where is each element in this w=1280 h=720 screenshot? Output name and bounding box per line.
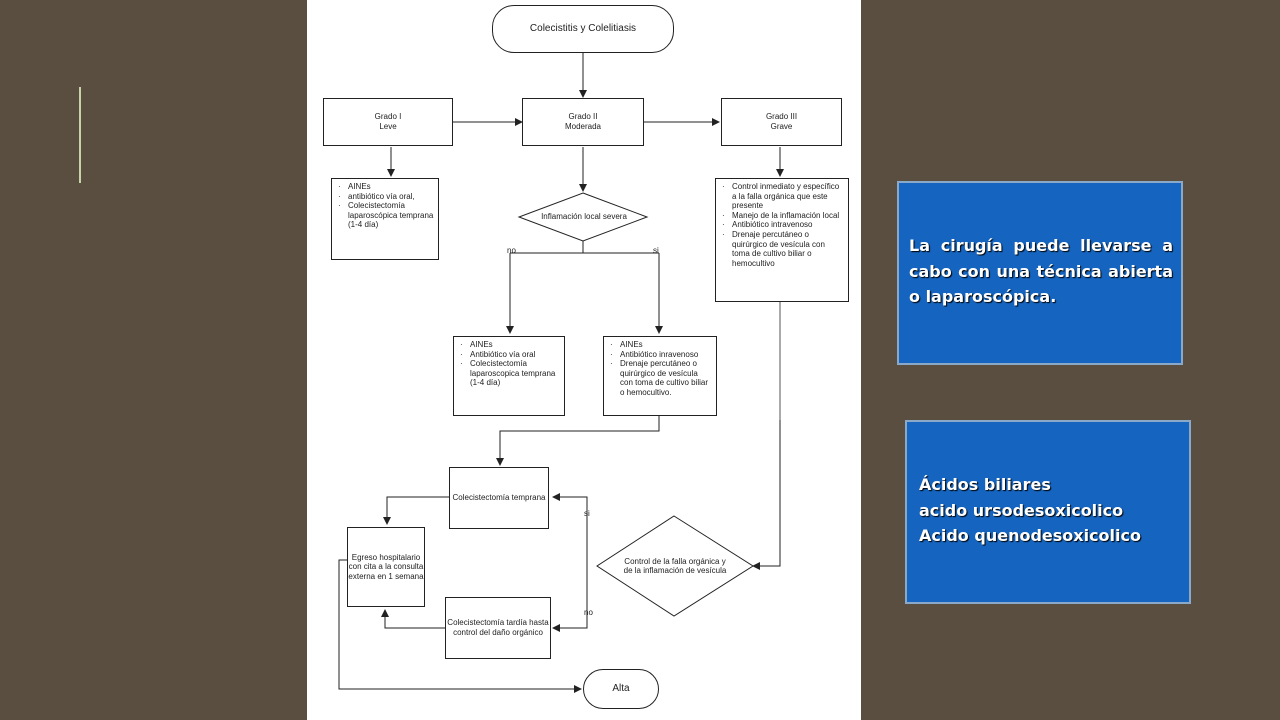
discharge-box: Egreso hospitalario con cita a la consul… <box>347 527 425 607</box>
list-item: AINEs <box>338 182 434 192</box>
list-item: Drenaje percutáneo o quirúrgico de vesíc… <box>610 359 712 397</box>
end-terminal: Alta <box>583 669 659 709</box>
late-surgery-box: Colecistectomía tardía hasta control del… <box>445 597 551 659</box>
list-item: Drenaje percutáneo o quirúrgico de vesíc… <box>722 230 844 268</box>
accent-line <box>79 87 81 183</box>
label-no: no <box>507 246 516 255</box>
bile-acid-item: Acido quenodesoxicolico <box>919 526 1141 546</box>
decision1-diamond <box>517 192 649 242</box>
label-si: si <box>653 246 659 255</box>
bile-acids-title: Ácidos biliares <box>919 475 1051 494</box>
arrow-late-to-discharge <box>381 609 445 629</box>
flowchart-connectors <box>338 53 784 693</box>
decision2-text: Control de la falla orgánica y de la inf… <box>623 556 727 575</box>
si-treatment-list: AINEs Antibiótico inravenoso Drenaje per… <box>603 336 717 416</box>
grade3-sub: Grave <box>770 122 793 131</box>
arrow-decision2-no <box>552 566 588 632</box>
start-terminal: Colecistitis y Colelitiasis <box>492 5 674 53</box>
grade2-sub: Moderada <box>564 122 602 131</box>
list-item: AINEs <box>460 340 560 350</box>
list-item: Antibiótico vía oral <box>460 350 560 360</box>
list-item: Colecistectomía laparoscopica temprana (… <box>460 359 560 388</box>
grade1-treatment-list: AINEs antibiótico vía oral, Colecistecto… <box>331 178 439 260</box>
grade3-treatment-list: Control inmediato y específico a la fall… <box>715 178 849 302</box>
list-item: antibiótico vía oral, <box>338 192 434 202</box>
arrow-early-to-discharge <box>383 496 449 525</box>
list-item: Control inmediato y específico a la fall… <box>722 182 844 211</box>
label-no2: no <box>584 608 593 617</box>
grade2-title: Grado II <box>568 112 598 122</box>
decision2-diamond <box>596 515 754 617</box>
decision1-text: Inflamación local severa <box>541 212 627 222</box>
bile-acids-panel: Ácidos biliares acido ursodesoxicolico A… <box>905 420 1191 604</box>
grade2-box: Grado II Moderada <box>522 98 644 146</box>
arrow-discharge-to-alta <box>338 559 582 693</box>
list-item: Colecistectomía laparoscópica temprana (… <box>338 201 434 230</box>
label-si2: si <box>584 509 590 518</box>
surgery-note-text: La cirugía puede llevarse a cabo con una… <box>909 236 1173 307</box>
grade1-sub: Leve <box>379 122 397 131</box>
list-item: Antibiótico intravenoso <box>722 220 844 230</box>
grade3-box: Grado III Grave <box>721 98 842 146</box>
grade1-box: Grado I Leve <box>323 98 453 146</box>
flowchart-sheet: Colecistitis y Colelitiasis Grado I Leve… <box>307 0 861 720</box>
list-item: AINEs <box>610 340 712 350</box>
early-surgery-box: Colecistectomía temprana <box>449 467 549 529</box>
arrow-to-early-surgery <box>496 415 660 466</box>
bile-acid-item: acido ursodesoxicolico <box>919 500 1124 520</box>
arrow-decision2-si <box>552 493 588 566</box>
arrow-grade3-to-decision2 <box>752 302 781 570</box>
no-treatment-list: AINEs Antibiótico vía oral Colecistectom… <box>453 336 565 416</box>
grade1-title: Grado I <box>374 112 402 122</box>
grade3-title: Grado III <box>765 112 798 122</box>
list-item: Manejo de la inflamación local <box>722 211 844 221</box>
list-item: Antibiótico inravenoso <box>610 350 712 360</box>
surgery-note-panel: La cirugía puede llevarse a cabo con una… <box>897 181 1183 365</box>
